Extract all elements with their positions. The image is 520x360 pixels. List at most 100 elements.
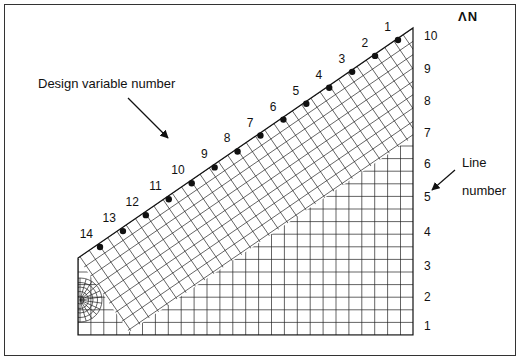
mesh-line bbox=[76, 51, 477, 326]
mesh-line bbox=[271, 119, 330, 206]
mesh-line bbox=[123, 221, 182, 308]
annotation-text: Design variable number bbox=[38, 77, 175, 90]
mesh-line bbox=[105, 234, 164, 321]
design-variable-dot bbox=[372, 53, 378, 59]
mesh-line bbox=[428, 12, 487, 99]
mesh-line bbox=[168, 20, 169, 340]
mesh-line bbox=[197, 170, 256, 257]
mesh-line bbox=[179, 183, 238, 270]
mesh-line bbox=[391, 37, 450, 124]
design-variable-number: 1 bbox=[384, 21, 391, 33]
design-variable-number: 13 bbox=[103, 212, 116, 224]
design-variable-number: 12 bbox=[125, 196, 138, 208]
design-variable-number: 14 bbox=[80, 228, 93, 240]
leader-arrow bbox=[432, 170, 455, 190]
mesh-line bbox=[382, 43, 441, 130]
mesh-line bbox=[245, 20, 246, 340]
mesh-line bbox=[114, 227, 173, 314]
mesh-line bbox=[82, 60, 483, 335]
line-number: 10 bbox=[424, 30, 437, 42]
line-number: 9 bbox=[424, 63, 431, 75]
mesh-line bbox=[70, 297, 420, 298]
mesh-line bbox=[234, 145, 293, 232]
mesh-line bbox=[253, 132, 312, 219]
design-variable-number: 9 bbox=[201, 148, 208, 160]
mesh-line bbox=[373, 50, 432, 137]
mesh-line bbox=[361, 20, 362, 340]
design-variable-dot bbox=[395, 37, 401, 43]
design-variable-dot bbox=[257, 132, 263, 138]
design-variable-dot bbox=[280, 116, 286, 122]
mesh-line bbox=[80, 278, 81, 300]
mesh-line bbox=[206, 164, 265, 251]
mesh-line bbox=[297, 20, 298, 340]
mesh-line bbox=[70, 171, 420, 172]
mesh-line bbox=[80, 300, 92, 319]
mesh-line bbox=[336, 75, 395, 162]
software-logo: ΛN bbox=[458, 10, 478, 23]
mesh-line bbox=[59, 265, 118, 352]
mesh-line bbox=[70, 32, 420, 33]
leader-arrow bbox=[128, 98, 168, 138]
mesh-line bbox=[57, 23, 458, 298]
mesh-line bbox=[133, 214, 192, 301]
mesh-line bbox=[70, 322, 420, 323]
mesh-line bbox=[86, 246, 145, 333]
mesh-line bbox=[70, 209, 420, 210]
mesh-line bbox=[354, 62, 413, 149]
line-number: 1 bbox=[424, 320, 431, 332]
mesh-line bbox=[225, 151, 284, 238]
line-number: 6 bbox=[424, 158, 431, 170]
mesh-line bbox=[310, 20, 311, 340]
mesh-line bbox=[290, 107, 349, 194]
mesh-line bbox=[387, 20, 388, 340]
mesh-line bbox=[181, 20, 182, 340]
mesh-line bbox=[70, 70, 420, 71]
mesh-line bbox=[151, 202, 210, 289]
design-variable-dot bbox=[143, 212, 149, 218]
mesh-refinement bbox=[58, 278, 102, 322]
mesh-line bbox=[336, 20, 337, 340]
mesh-line bbox=[70, 133, 420, 134]
mesh-line bbox=[129, 20, 130, 340]
mesh-line bbox=[299, 100, 358, 187]
mesh-line bbox=[142, 208, 201, 295]
design-variable-dot bbox=[326, 85, 332, 91]
mesh-line bbox=[284, 20, 285, 340]
design-variable-dot bbox=[349, 69, 355, 75]
mesh-line bbox=[80, 300, 97, 314]
mesh-line bbox=[345, 69, 404, 156]
mesh-line bbox=[80, 297, 102, 300]
mesh-line bbox=[116, 20, 117, 340]
mesh-line bbox=[51, 14, 452, 289]
mesh-line bbox=[70, 108, 420, 109]
design-variable-number: 7 bbox=[247, 117, 254, 129]
design-variable-dot bbox=[188, 180, 194, 186]
design-variable-dot bbox=[303, 100, 309, 106]
design-variable-dot bbox=[234, 148, 240, 154]
line-number: 5 bbox=[424, 191, 431, 203]
mesh-line bbox=[70, 57, 420, 58]
design-variable-number: 8 bbox=[224, 132, 231, 144]
design-variable-number: 6 bbox=[270, 101, 277, 113]
mesh-line bbox=[142, 20, 143, 340]
mesh-line bbox=[80, 300, 86, 321]
mesh-line bbox=[363, 56, 422, 143]
mesh-line bbox=[348, 20, 349, 340]
design-variable-number: 2 bbox=[361, 37, 368, 49]
mesh-line bbox=[95, 78, 496, 353]
mesh-line bbox=[232, 20, 233, 340]
mesh-line bbox=[70, 246, 420, 247]
mesh-line bbox=[410, 24, 469, 111]
design-variable-number: 4 bbox=[316, 69, 323, 81]
mesh-line bbox=[80, 279, 86, 300]
mesh-line bbox=[323, 20, 324, 340]
mesh-line bbox=[70, 146, 420, 147]
frame bbox=[5, 5, 516, 356]
mesh-line bbox=[207, 20, 208, 340]
design-variable-number: 11 bbox=[149, 180, 161, 192]
line-number: 2 bbox=[424, 291, 431, 303]
mesh-line bbox=[308, 94, 367, 181]
design-variable-dot bbox=[120, 228, 126, 234]
